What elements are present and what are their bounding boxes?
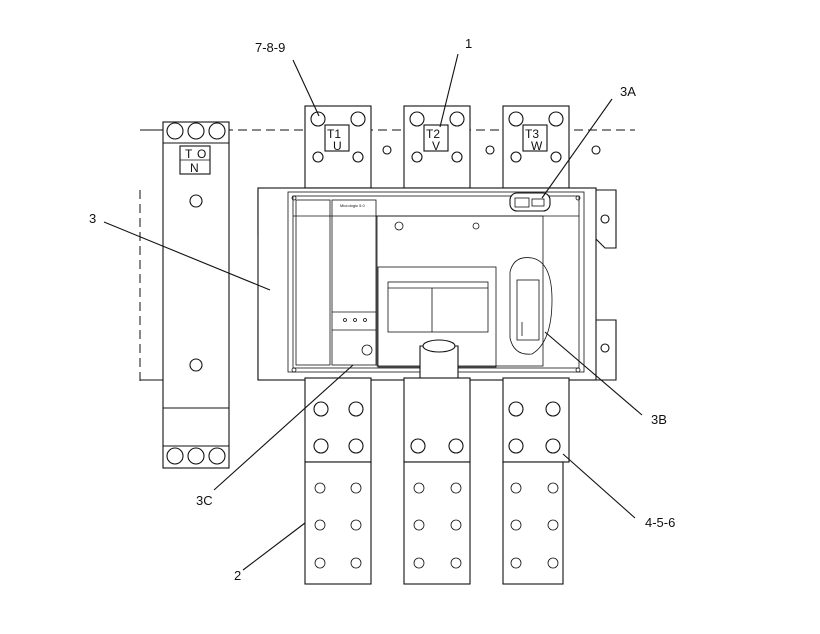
breaker-body: Micrologic 5.0 bbox=[257, 187, 597, 427]
phase-label-1: T1 bbox=[327, 127, 341, 141]
callout-3a: 3A bbox=[620, 84, 636, 99]
neutral-bottom-bolts bbox=[166, 447, 226, 465]
neutral-label-top: T bbox=[185, 147, 193, 161]
top-terminal-plates: T1 U T2 V T3 W bbox=[304, 105, 601, 189]
indicator-3b bbox=[509, 257, 553, 355]
callout-3c: 3C bbox=[196, 493, 213, 508]
phase-sub-2: V bbox=[432, 139, 440, 153]
trip-unit-left bbox=[295, 199, 331, 366]
neutral-label-bottom: N bbox=[190, 161, 199, 175]
leader-lines bbox=[103, 53, 643, 571]
callout-3: 3 bbox=[89, 211, 96, 226]
neutral-label-top-sub: O bbox=[197, 147, 206, 161]
extension-bus-bars bbox=[304, 461, 564, 585]
phase-label-box-3 bbox=[522, 124, 548, 152]
phase-label-2: T2 bbox=[426, 127, 440, 141]
phase-sub-3: W bbox=[531, 139, 543, 153]
phase-sub-1: U bbox=[333, 139, 342, 153]
indicator-3a bbox=[509, 192, 551, 212]
toggle-handle-cap bbox=[422, 339, 456, 353]
neutral-top-bolts bbox=[166, 122, 226, 140]
phase-label-3: T3 bbox=[525, 127, 539, 141]
bottom-terminal-plates bbox=[304, 377, 570, 463]
callout-3b: 3B bbox=[651, 412, 667, 427]
neutral-module: T O N bbox=[139, 121, 230, 469]
trip-unit-panel bbox=[331, 199, 377, 366]
callout-4-5-6: 4-5-6 bbox=[645, 515, 675, 530]
callout-1: 1 bbox=[465, 36, 472, 51]
callout-2: 2 bbox=[234, 568, 241, 583]
callout-7-8-9: 7-8-9 bbox=[255, 40, 285, 55]
phase-label-box-2 bbox=[423, 124, 449, 152]
trip-unit-label: Micrologic 5.0 bbox=[340, 203, 365, 208]
phase-label-box-1 bbox=[324, 124, 350, 152]
